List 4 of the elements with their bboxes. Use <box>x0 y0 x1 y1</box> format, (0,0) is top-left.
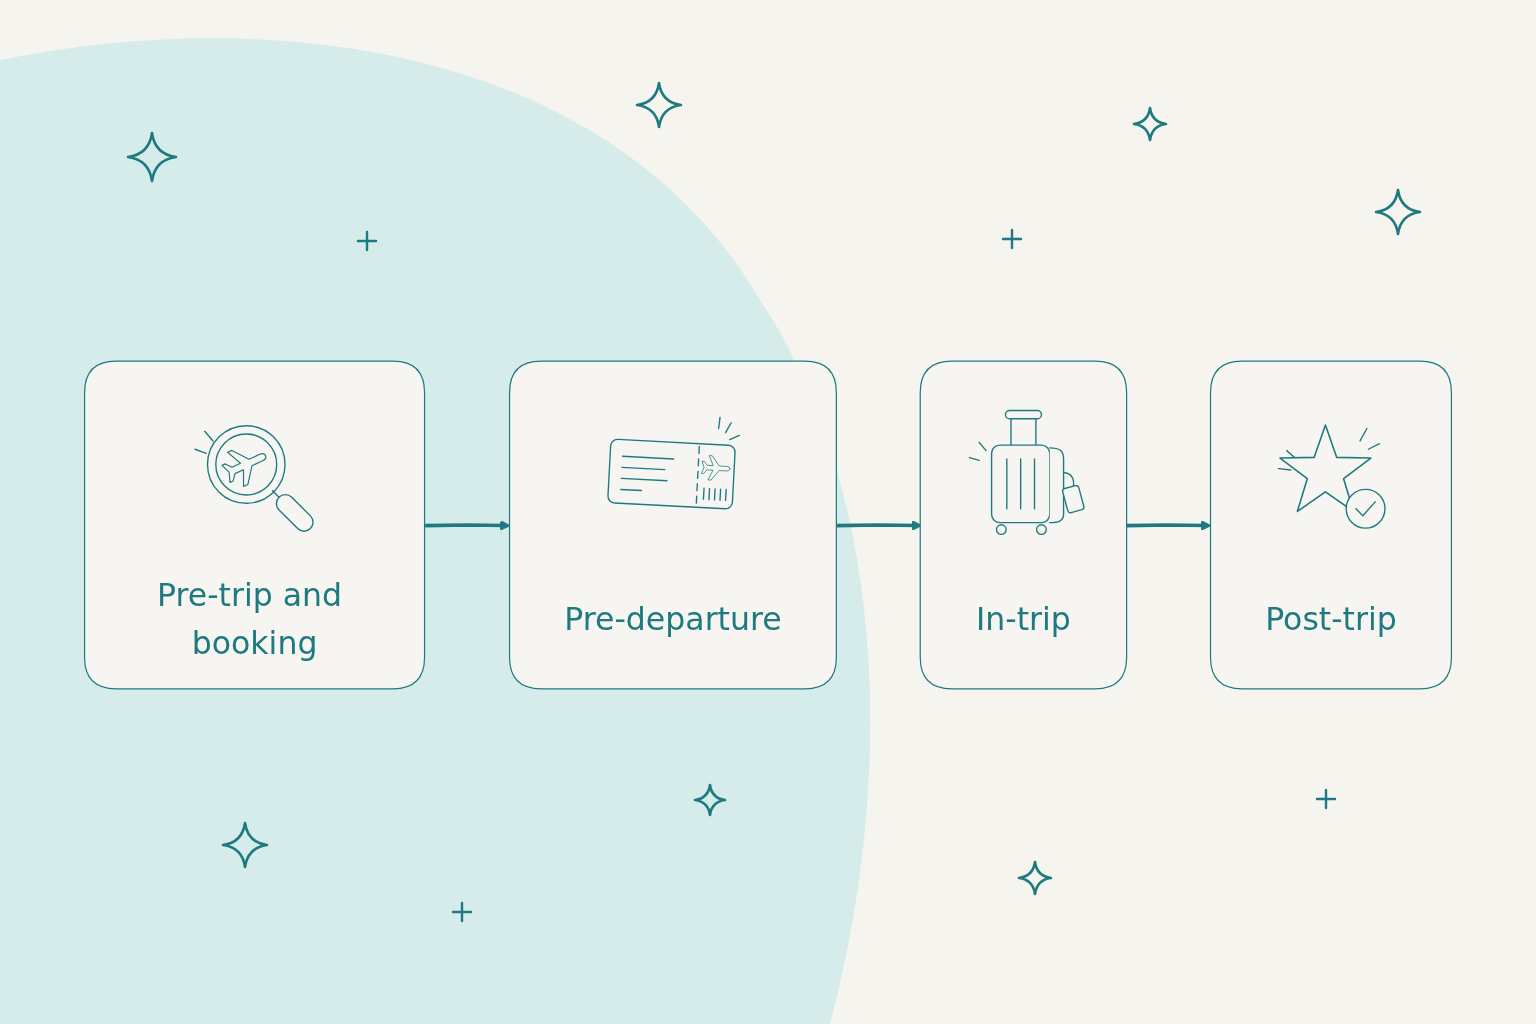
node-box: Pre-departure <box>508 360 837 690</box>
node-box: In-trip <box>919 360 1128 690</box>
node-box: Pre-trip and booking <box>83 360 426 690</box>
node-box: Post-trip <box>1209 360 1453 690</box>
